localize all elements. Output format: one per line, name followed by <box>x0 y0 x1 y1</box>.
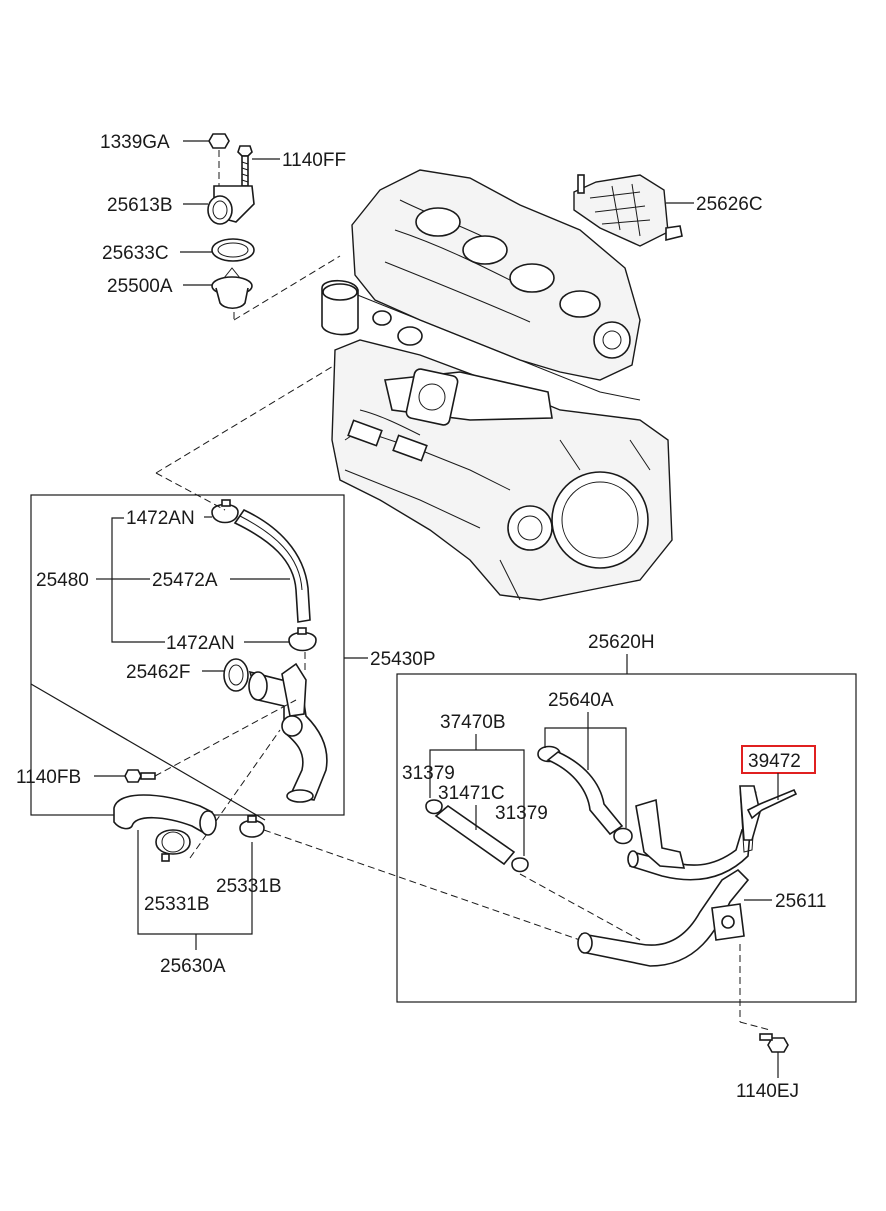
label-1472AN-bottom: 1472AN <box>166 633 235 654</box>
label-1140FB: 1140FB <box>16 767 81 788</box>
clamp-25640A-bottom <box>613 827 633 845</box>
clamp-25331B-left <box>155 829 191 855</box>
label-25462F: 25462F <box>126 662 190 683</box>
label-1472AN-top: 1472AN <box>126 508 195 529</box>
label-1339GA: 1339GA <box>100 132 170 153</box>
o-ring-25462F <box>223 658 249 692</box>
bypass-hose-group <box>30 364 345 859</box>
tube-31471C <box>434 804 516 866</box>
label-25331B-left: 25331B <box>144 894 210 915</box>
label-25611: 25611 <box>775 891 826 912</box>
hose-25640A <box>546 751 624 836</box>
label-25640A: 25640A <box>548 690 614 711</box>
label-25626C: 25626C <box>696 194 763 215</box>
label-25480: 25480 <box>36 570 89 591</box>
label-25620H: 25620H <box>588 632 655 653</box>
label-25613B: 25613B <box>107 195 173 216</box>
sensor-39472 <box>746 788 798 820</box>
bolt-1140FF <box>237 145 253 157</box>
hose-group-25630A <box>113 794 581 941</box>
engine-block <box>321 169 673 601</box>
label-31471C: 31471C <box>438 783 505 804</box>
label-1140FF: 1140FF <box>282 150 346 171</box>
labels: 1339GA 1140FF 25613B 25633C 25500A 25626… <box>16 132 826 1102</box>
clamp-25331B-right <box>239 819 265 838</box>
clamp-31379-left <box>425 799 443 815</box>
label-1140EJ: 1140EJ <box>736 1081 799 1102</box>
label-39472: 39472 <box>748 751 801 772</box>
label-25472A: 25472A <box>152 570 218 591</box>
clamp-1472AN-top <box>211 503 239 524</box>
clamp-1472AN-bottom <box>288 631 317 652</box>
label-25630A: 25630A <box>160 956 226 977</box>
hose-25472A <box>233 508 311 623</box>
pipe-25611 <box>581 868 750 967</box>
bolt-1140EJ <box>767 1037 789 1053</box>
bracket-25626C <box>573 174 683 247</box>
thermostat-group <box>207 133 341 321</box>
label-37470B: 37470B <box>440 712 506 733</box>
label-25633C: 25633C <box>102 243 169 264</box>
label-25500A: 25500A <box>107 276 173 297</box>
heater-pipe-group <box>396 673 857 1053</box>
bolt-1140FB <box>124 769 142 783</box>
label-31379-right: 31379 <box>495 803 548 824</box>
label-31379-left: 31379 <box>402 763 455 784</box>
label-25331B-right: 25331B <box>216 876 282 897</box>
clamp-31379-right <box>511 857 529 873</box>
hose-25630A <box>113 794 213 836</box>
nut-1339GA <box>208 133 230 149</box>
label-25430P: 25430P <box>370 649 436 670</box>
